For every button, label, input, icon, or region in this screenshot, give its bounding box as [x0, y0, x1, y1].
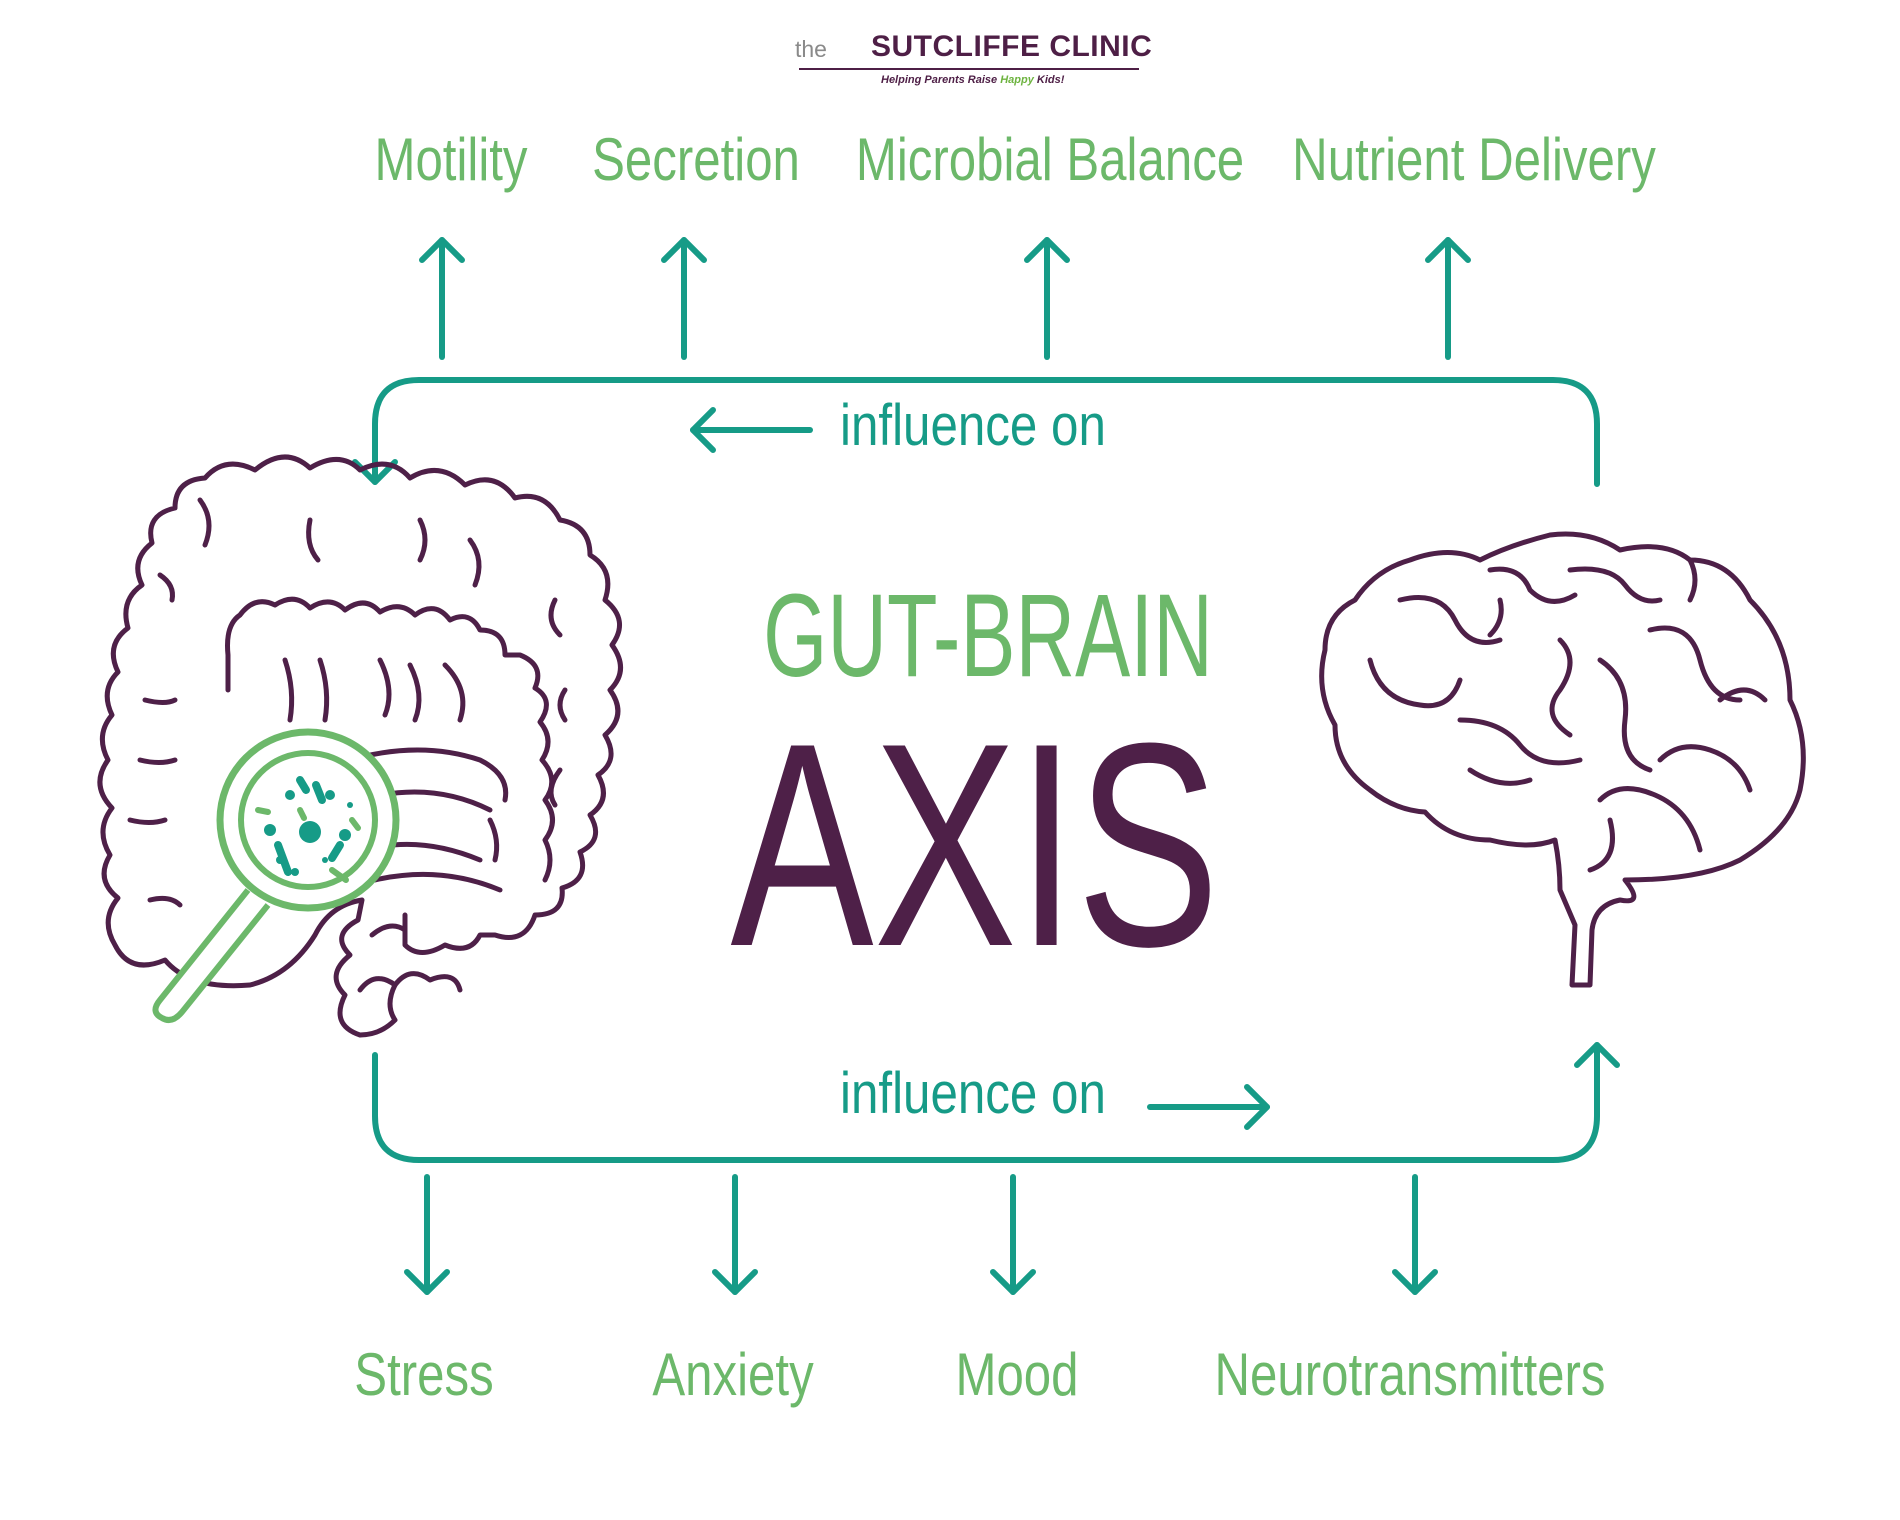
logo-prefix: the [795, 36, 827, 62]
logo-name: SUTCLIFFE CLINIC [871, 30, 1153, 63]
label-neurotransmitters: Neurotransmitters [1172, 1340, 1649, 1409]
label-anxiety: Anxiety [635, 1340, 832, 1409]
label-stress-text: Stress [354, 1341, 494, 1408]
influence-bottom-label: influence on [840, 1060, 1153, 1127]
magnifier-icon [152, 728, 400, 1023]
label-secretion-text: Secretion [592, 126, 800, 193]
logo-tagline-happy: Happy [1000, 74, 1034, 86]
influence-top-label: influence on [840, 392, 1153, 459]
down-arrow-anxiety [712, 1174, 758, 1295]
logo-tagline-start: Helping Parents Raise [881, 74, 1001, 86]
down-arrow-mood [990, 1174, 1036, 1295]
up-arrow-microbial-balance [1024, 237, 1070, 360]
up-arrow-motility [419, 237, 465, 360]
up-arrow-secretion [661, 237, 707, 360]
intestine-icon [97, 454, 623, 1038]
title-gut-brain: GUT-BRAIN [667, 568, 1310, 704]
label-neurotransmitters-text: Neurotransmitters [1214, 1341, 1606, 1408]
label-mood-text: Mood [955, 1341, 1079, 1408]
label-microbial-balance: Microbial Balance [813, 125, 1287, 194]
down-arrow-stress [404, 1174, 450, 1295]
influence-top-text: influence on [840, 393, 1106, 458]
label-motility: Motility [358, 125, 545, 194]
up-arrows [419, 237, 1471, 360]
title-axis: AXIS [645, 700, 1306, 990]
label-anxiety-text: Anxiety [652, 1341, 814, 1408]
label-mood: Mood [942, 1340, 1092, 1409]
influence-bottom-text: influence on [840, 1061, 1106, 1126]
label-motility-text: Motility [374, 126, 528, 193]
brain-icon [1319, 531, 1806, 988]
logo-tagline: Helping Parents Raise Happy Kids! [881, 74, 1064, 86]
up-arrow-nutrient-delivery [1425, 237, 1471, 360]
label-nutrient-delivery-text: Nutrient Delivery [1292, 126, 1656, 193]
logo-tagline-end: Kids! [1033, 74, 1065, 86]
label-stress: Stress [339, 1340, 509, 1409]
label-secretion: Secretion [569, 125, 822, 194]
influence-loop-bottom [372, 1042, 1620, 1163]
title-gut-brain-text: GUT-BRAIN [763, 570, 1213, 702]
microbes [264, 790, 353, 876]
down-arrow-neurotransmitters [1392, 1174, 1438, 1295]
down-arrows [404, 1174, 1438, 1295]
label-microbial-balance-text: Microbial Balance [855, 126, 1245, 193]
title-axis-text: AXIS [730, 683, 1220, 1007]
label-nutrient-delivery: Nutrient Delivery [1252, 125, 1695, 194]
logo-underline [799, 68, 1139, 70]
clinic-logo: the SUTCLIFFE CLINIC Helping Parents Rai… [795, 22, 1152, 86]
